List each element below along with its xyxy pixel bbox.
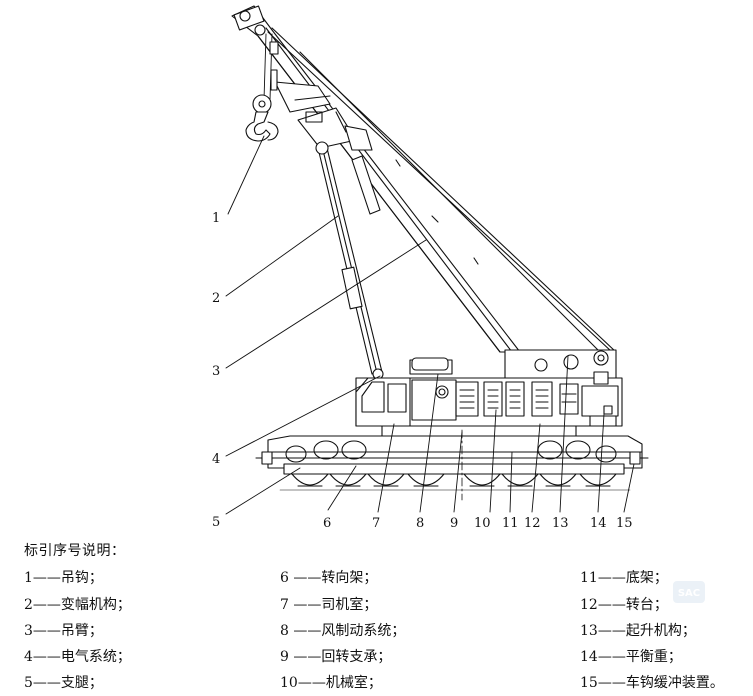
legend-item-5: 5——支腿；: [24, 675, 103, 691]
callout-13: 13: [552, 516, 569, 530]
callout-6: 6: [323, 516, 331, 530]
legend-item-15: 15——车钩缓冲装置。: [580, 675, 724, 691]
callout-12: 12: [524, 516, 541, 530]
legend-item-4: 4——电气系统；: [24, 649, 131, 665]
wheel-set: [291, 473, 617, 487]
callout-8: 8: [416, 516, 424, 530]
callout-15: 15: [616, 516, 633, 530]
callout-2: 2: [212, 291, 220, 306]
callout-3: 3: [212, 364, 220, 379]
boom: [231, 5, 617, 353]
callout-9: 9: [450, 516, 458, 530]
machine-room-louvres: [455, 381, 553, 417]
legend-item-11: 11——底架；: [580, 570, 668, 586]
legend-item-1: 1——吊钩；: [24, 570, 103, 586]
callout-5: 5: [212, 515, 220, 530]
legend-item-3: 3——吊臂；: [24, 623, 103, 639]
leader-lines: [225, 135, 635, 515]
svg-text:SAC: SAC: [678, 588, 700, 599]
superstructure: [355, 349, 623, 437]
crane-diagram: 1 2 3 4 5 6 7 8 9 10 11 12 13 14 15: [212, 5, 649, 530]
callout-11: 11: [502, 516, 519, 530]
underframe: [255, 435, 649, 469]
legend-item-12: 12——转台；: [580, 597, 668, 613]
hook-assembly: [245, 33, 279, 142]
legend-item-2: 2——变幅机构；: [24, 597, 131, 613]
legend-item-8: 8 ——风制动系统；: [280, 623, 406, 639]
legend-item-14: 14——平衡重；: [580, 649, 682, 665]
legend-item-7: 7 ——司机室；: [280, 597, 378, 613]
bogies: [279, 463, 631, 491]
callout-10: 10: [474, 516, 491, 530]
legend-title: 标引序号说明：: [24, 543, 126, 559]
sac-watermark-logo: SAC: [673, 581, 705, 603]
legend-item-9: 9 ——回转支承；: [280, 649, 392, 665]
callout-numbers: 1 2 3 4 5 6 7 8 9 10 11 12 13 14 15: [212, 211, 633, 530]
callout-4: 4: [212, 452, 220, 467]
legend-item-10: 10——机械室；: [280, 675, 382, 691]
callout-7: 7: [372, 516, 380, 530]
callout-14: 14: [590, 516, 607, 530]
legend-item-13: 13——起升机构；: [580, 623, 696, 639]
luffing-strut: [315, 141, 384, 380]
legend-item-6: 6 ——转向架；: [280, 570, 378, 586]
callout-1: 1: [212, 211, 220, 226]
